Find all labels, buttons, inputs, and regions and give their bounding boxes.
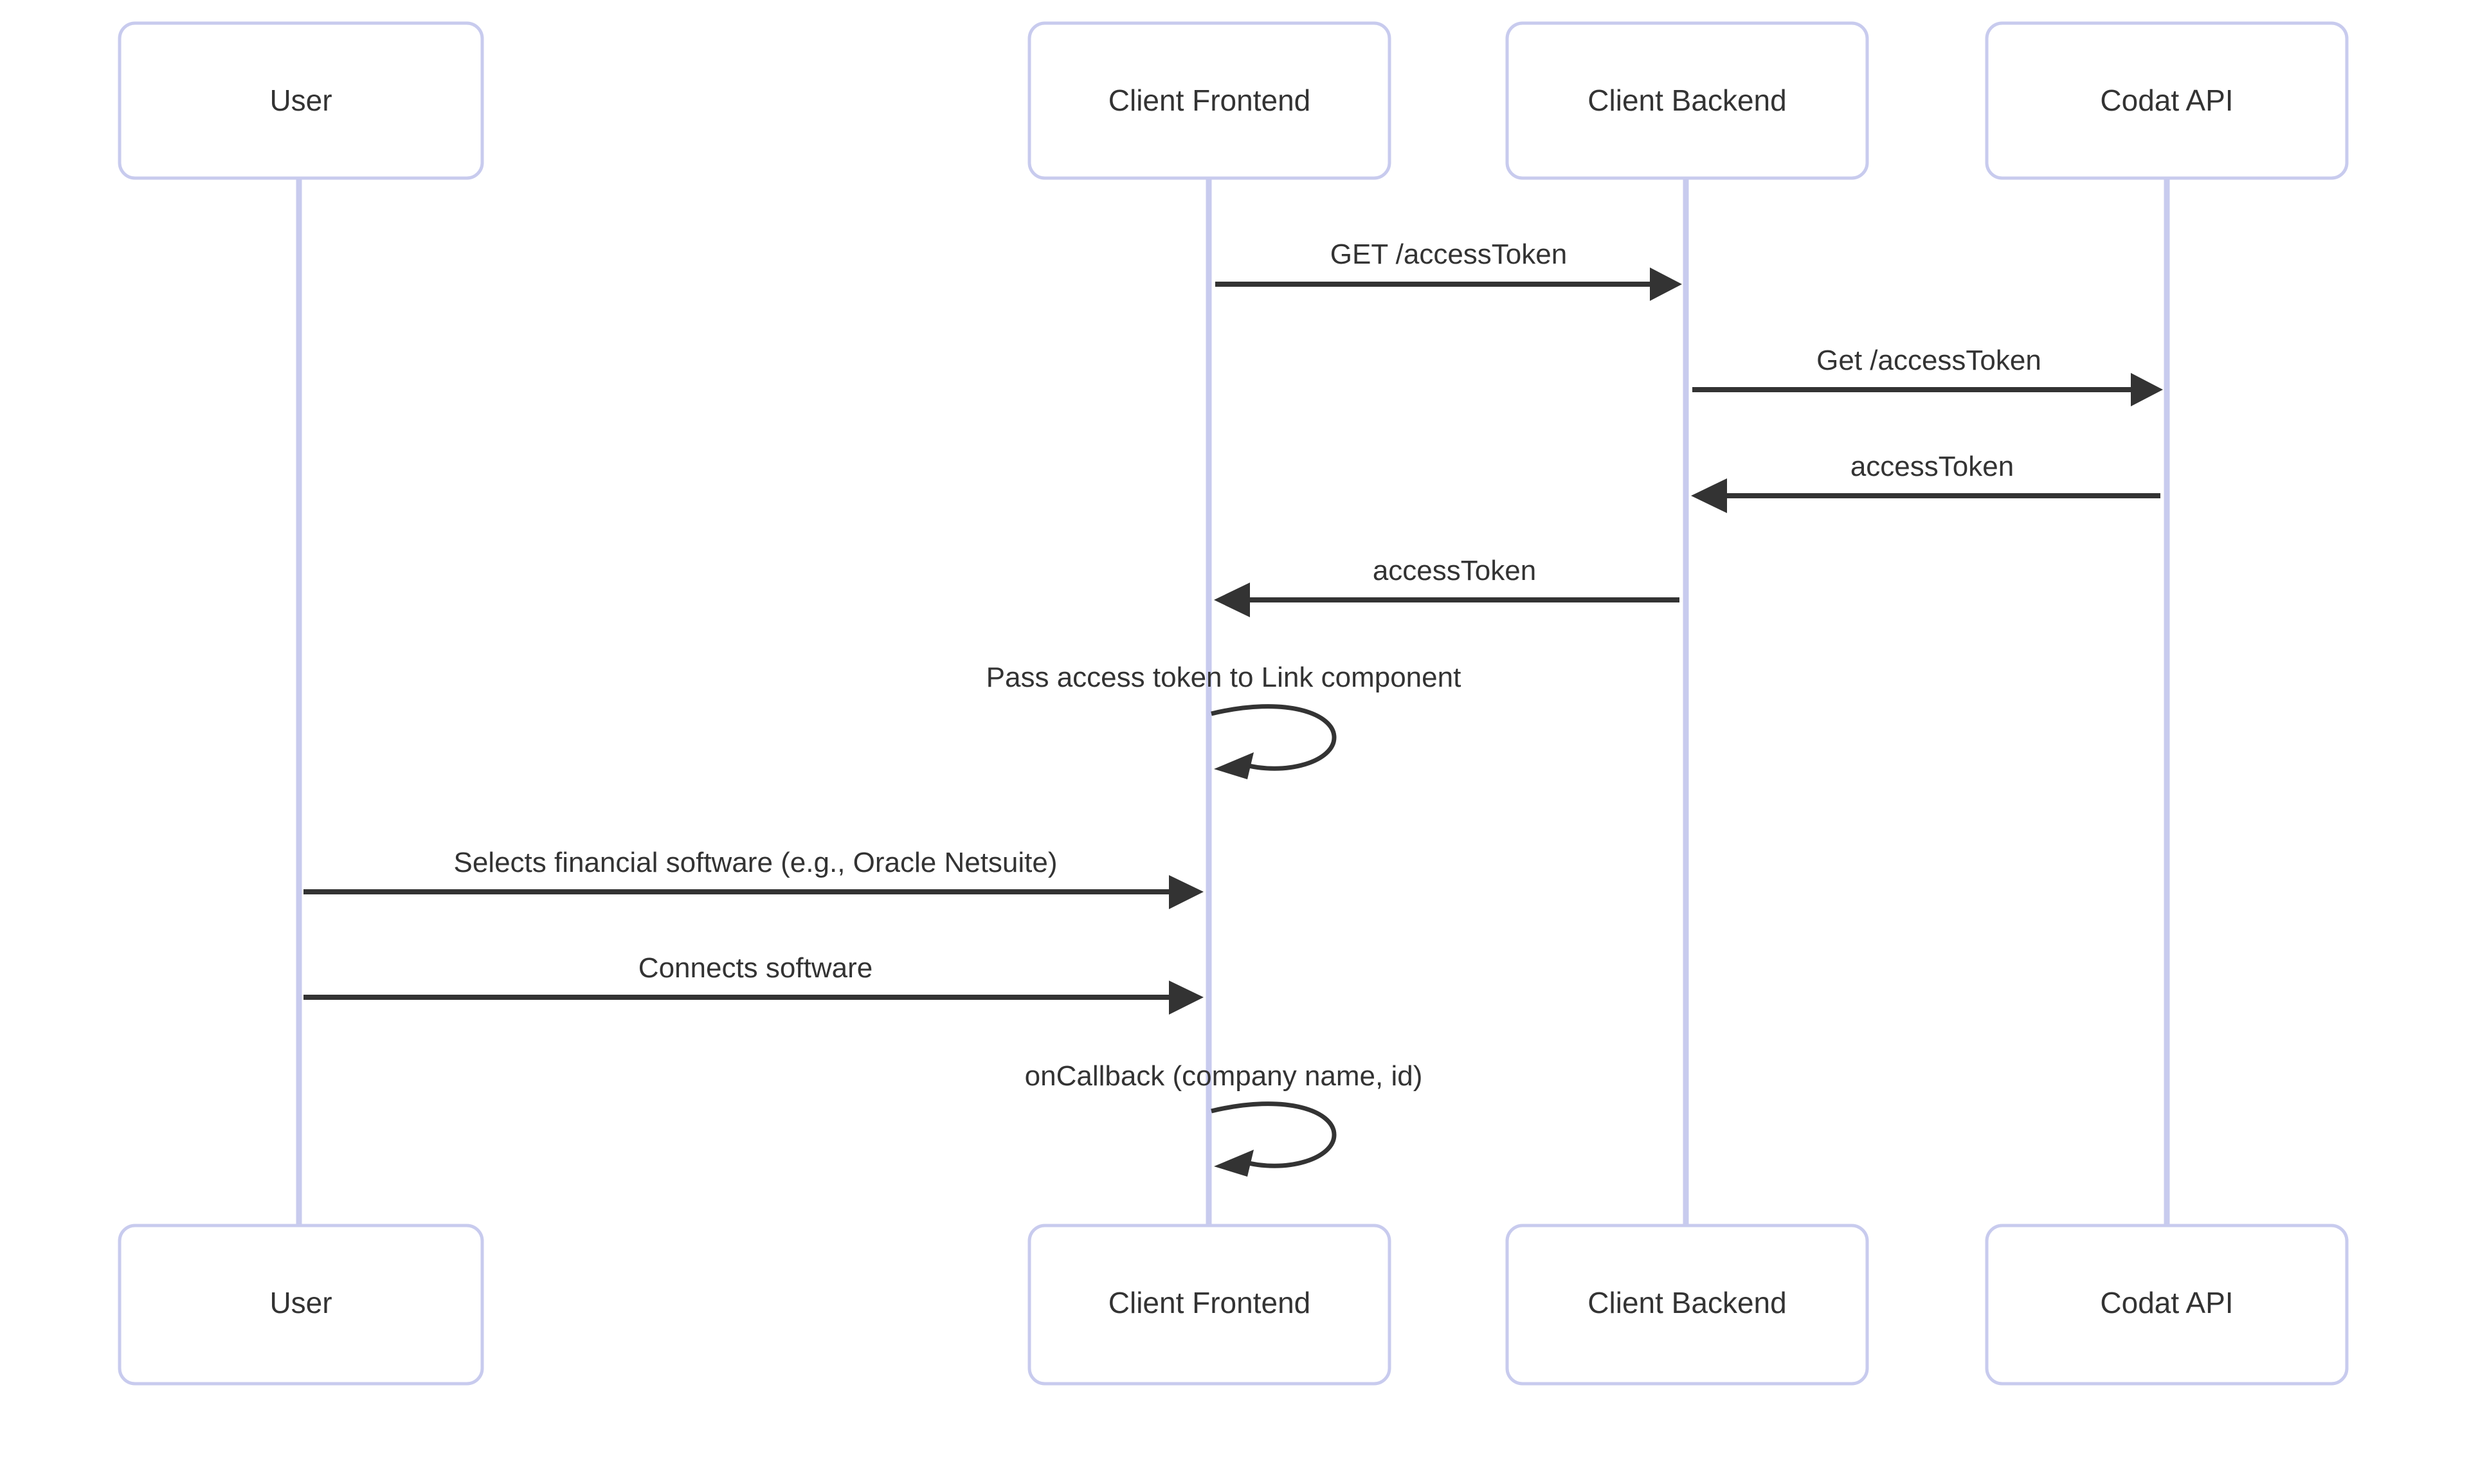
actor-box-user-bottom[interactable]: User bbox=[118, 1224, 484, 1386]
actor-box-codat-top[interactable]: Codat API bbox=[1985, 21, 2349, 180]
actor-rect-backend-bottom[interactable] bbox=[1505, 1224, 1869, 1386]
message-pass-access-token-self[interactable]: Pass access token to Link component bbox=[986, 662, 1461, 779]
message-label-1: GET /accessToken bbox=[1330, 239, 1567, 270]
actors-bottom-group: User Client Frontend Client Backend Coda… bbox=[118, 1224, 2349, 1386]
message-get-accesstoken-backend-codat[interactable]: Get /accessToken bbox=[1692, 345, 2163, 406]
actor-rect-codat-bottom[interactable] bbox=[1985, 1224, 2349, 1386]
actor-box-backend-top[interactable]: Client Backend bbox=[1505, 21, 1869, 180]
actor-box-frontend-bottom[interactable]: Client Frontend bbox=[1027, 1224, 1391, 1386]
arrow-head-left-3 bbox=[1691, 478, 1727, 513]
actor-rect-backend-top[interactable] bbox=[1505, 21, 1869, 180]
actor-label-frontend-top: Client Frontend bbox=[1108, 84, 1311, 117]
lifelines-group bbox=[296, 178, 2170, 1226]
actor-rect-frontend-top[interactable] bbox=[1027, 21, 1391, 180]
actor-rect-user-top[interactable] bbox=[118, 21, 484, 180]
actor-rect-frontend-bottom[interactable] bbox=[1027, 1224, 1391, 1386]
actor-box-backend-bottom[interactable]: Client Backend bbox=[1505, 1224, 1869, 1386]
message-label-5: Pass access token to Link component bbox=[986, 662, 1461, 693]
actor-label-frontend-bottom: Client Frontend bbox=[1108, 1286, 1311, 1319]
arrow-head-self-5 bbox=[1214, 752, 1254, 779]
message-label-6: Selects financial software (e.g., Oracle… bbox=[453, 847, 1057, 878]
arrow-head-right-2 bbox=[2131, 373, 2163, 406]
actor-box-user-top[interactable]: User bbox=[118, 21, 484, 180]
arrow-head-right-6 bbox=[1169, 875, 1204, 909]
arrow-head-right-7 bbox=[1169, 981, 1204, 1015]
arrow-head-right-1 bbox=[1650, 267, 1682, 301]
actor-rect-codat-top[interactable] bbox=[1985, 21, 2349, 180]
message-label-4: accessToken bbox=[1373, 555, 1536, 586]
message-accesstoken-codat-backend[interactable]: accessToken bbox=[1691, 451, 2160, 513]
actor-rect-user-bottom[interactable] bbox=[118, 1224, 484, 1386]
actor-box-codat-bottom[interactable]: Codat API bbox=[1985, 1224, 2349, 1386]
message-connects-software[interactable]: Connects software bbox=[303, 952, 1204, 1015]
message-label-2: Get /accessToken bbox=[1816, 345, 2041, 376]
actor-label-user-top: User bbox=[269, 84, 332, 117]
actor-label-backend-bottom: Client Backend bbox=[1587, 1286, 1786, 1319]
actors-top-group: User Client Frontend Client Backend Coda… bbox=[118, 21, 2349, 180]
message-label-3: accessToken bbox=[1850, 451, 2014, 482]
message-label-8: onCallback (company name, id) bbox=[1025, 1060, 1423, 1092]
actor-label-codat-top: Codat API bbox=[2100, 84, 2233, 117]
message-selects-financial-software[interactable]: Selects financial software (e.g., Oracle… bbox=[303, 847, 1204, 909]
actor-box-frontend-top[interactable]: Client Frontend bbox=[1027, 21, 1391, 180]
message-label-7: Connects software bbox=[638, 952, 873, 984]
message-accesstoken-backend-frontend[interactable]: accessToken bbox=[1214, 555, 1679, 617]
actor-label-backend-top: Client Backend bbox=[1587, 84, 1786, 117]
arrow-head-left-4 bbox=[1214, 583, 1250, 617]
message-get-accesstoken-frontend-backend[interactable]: GET /accessToken bbox=[1215, 239, 1682, 301]
actor-label-codat-bottom: Codat API bbox=[2100, 1286, 2233, 1319]
arrow-head-self-8 bbox=[1214, 1150, 1254, 1177]
message-loop-path-8 bbox=[1211, 1101, 1337, 1168]
actor-label-user-bottom: User bbox=[269, 1286, 332, 1319]
message-oncallback-self[interactable]: onCallback (company name, id) bbox=[1025, 1060, 1423, 1177]
message-loop-path-5 bbox=[1211, 704, 1337, 771]
